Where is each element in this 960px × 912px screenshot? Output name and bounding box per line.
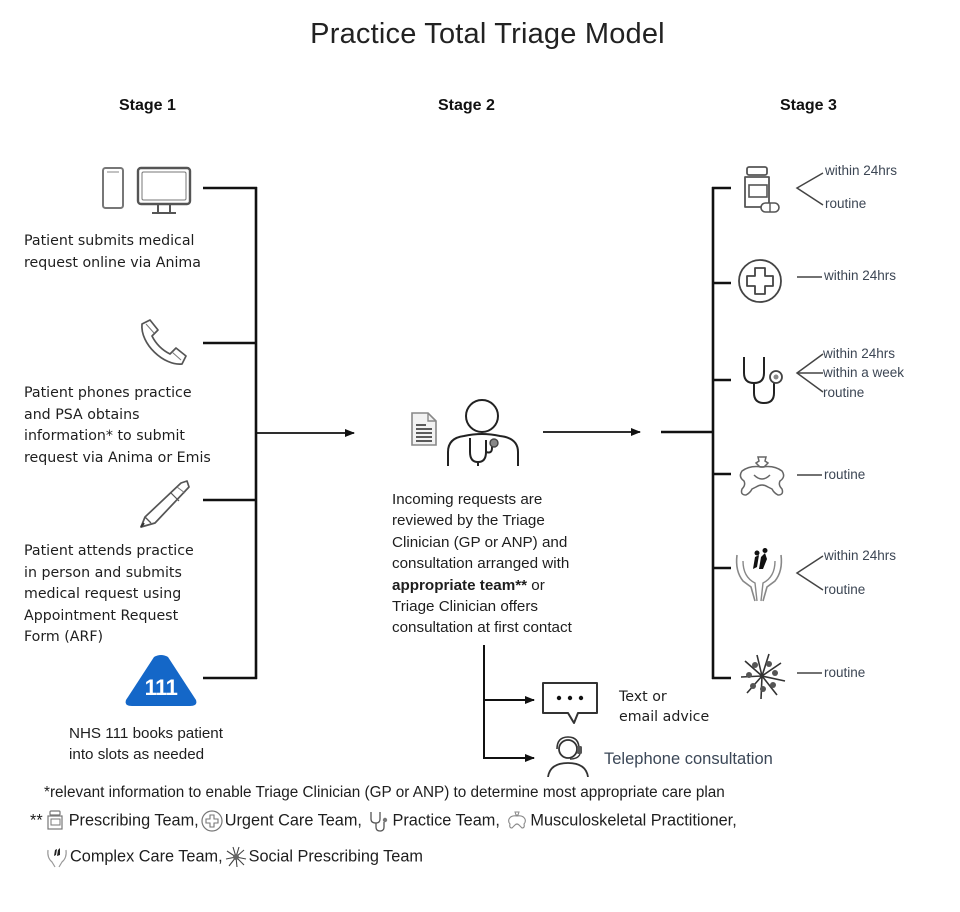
medicine-bottle-icon [45, 810, 67, 832]
text-fragment: or [527, 576, 545, 594]
text-line: request via Anima or Emis [24, 449, 211, 466]
legend-practice-team: Practice Team, [392, 811, 500, 830]
complex-care-timeframe-1: within 24hrs [824, 548, 897, 563]
text-line: Patient phones practice [24, 385, 192, 401]
stage-1-online-text: Patient submits medical request online v… [24, 231, 201, 274]
stage-1-header: Stage 1 [119, 97, 176, 114]
text-line: Triage Clinician offers [392, 598, 539, 616]
text-line: medical request using [24, 586, 182, 602]
text-line: Appointment Request [24, 607, 179, 624]
text-line: appropriate team** or [392, 575, 572, 596]
practice-timeframe-1: within 24hrs [823, 346, 896, 361]
practice-timeframe-3: routine [823, 385, 865, 400]
caring-hands-icon [733, 547, 785, 603]
diagram-title: Practice Total Triage Model [310, 18, 665, 50]
medicine-bottle-icon [739, 165, 781, 217]
medical-cross-icon [737, 258, 785, 306]
stethoscope-icon [368, 810, 390, 832]
stage-3-header: Stage 3 [780, 97, 837, 114]
joined-hands-icon [737, 651, 787, 701]
telephone-consultation-label: Telephone consultation [604, 750, 773, 768]
text-line: request online via Anima [24, 254, 201, 271]
caring-hands-icon [46, 846, 68, 868]
stage-1-111-text: NHS 111 books patient into slots as need… [69, 723, 223, 766]
text-line: reviewed by the Triage [392, 512, 545, 530]
clinician-with-stethoscope-icon [446, 398, 520, 468]
phone-and-monitor-icon [100, 165, 195, 217]
text-line: email advice [619, 709, 710, 725]
urgent-care-timeframe-1: within 24hrs [824, 268, 897, 283]
medical-cross-icon [201, 810, 223, 832]
timeframe-forks [795, 172, 824, 674]
legend-prescribing-team: Prescribing Team, [68, 811, 199, 830]
text-line: Incoming requests are [392, 491, 543, 508]
text-line: NHS 111 books patient [69, 725, 223, 742]
stage-1-bracket [203, 186, 258, 680]
joined-hands-icon [225, 846, 247, 868]
stage-2-outcome-lines [483, 645, 535, 762]
legend-musculoskeletal-practitioner: Musculoskeletal Practitioner, [530, 811, 737, 830]
legend-urgent-care-team: Urgent Care Team, [224, 811, 362, 830]
text-line: Text or [619, 689, 667, 705]
footnote-team-legend-line-1: ** Prescribing Team, Urgent Care Team, Pra… [30, 810, 737, 832]
text-line: Patient submits medical [24, 233, 195, 249]
text-line: information* to submit [24, 428, 185, 444]
nhs-111-badge-text: 111 [144, 675, 178, 700]
msk-timeframe-1: routine [824, 467, 866, 482]
text-line: Clinician (GP or ANP) and [392, 533, 568, 551]
pelvis-icon [736, 455, 788, 499]
prescribing-timeframe-2: routine [825, 196, 867, 211]
text-line: consultation arranged with [392, 555, 570, 573]
stage-1-phone-text: Patient phones practice and PSA obtains … [24, 383, 211, 469]
pelvis-icon [506, 810, 528, 832]
nhs-111-icon: 111 [124, 654, 198, 708]
stage-3-bracket [661, 186, 731, 680]
text-line: Patient attends practice [24, 543, 194, 559]
telephone-handset-icon [134, 318, 188, 368]
social-prescribing-timeframe-1: routine [824, 665, 866, 680]
text-line: and PSA obtains [24, 406, 140, 423]
text-line: Form (ARF) [24, 629, 104, 645]
stage-2-header: Stage 2 [438, 97, 495, 114]
text-or-email-advice-label: Text or email advice [619, 687, 709, 727]
stage-1-in-person-text: Patient attends practice in person and s… [24, 541, 194, 649]
legend-complex-care-team: Complex Care Team, [70, 847, 223, 866]
legend-social-prescribing-team: Social Prescribing Team [248, 847, 423, 866]
text-line: in person and submits [24, 564, 182, 581]
text-line: consultation at first contact [392, 619, 572, 637]
prescribing-timeframe-1: within 24hrs [825, 163, 898, 178]
document-icon [410, 411, 438, 447]
pen-icon [137, 477, 193, 531]
practice-timeframe-2: within a week [823, 365, 905, 380]
complex-care-timeframe-2: routine [824, 582, 866, 597]
appropriate-team-emphasis: appropriate team** [392, 576, 528, 594]
stage-2-description: Incoming requests are reviewed by the Tr… [392, 489, 572, 639]
footnote-relevant-information: *relevant information to enable Triage C… [44, 784, 725, 801]
text-line: into slots as needed [69, 746, 205, 764]
headset-person-icon [544, 735, 594, 777]
chat-bubble-icon [540, 680, 600, 726]
footnote-team-legend-line-2: Complex Care Team, Social Prescribing Tea… [44, 846, 423, 868]
stethoscope-icon [740, 353, 788, 405]
double-asterisk: ** [30, 811, 43, 830]
